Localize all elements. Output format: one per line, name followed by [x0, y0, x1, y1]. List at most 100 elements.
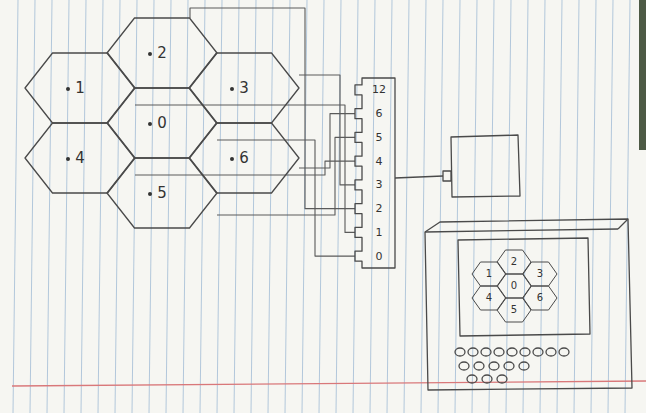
hex-outline: [472, 262, 506, 286]
button-group: [455, 348, 569, 383]
wire: [217, 137, 355, 215]
cell-number: 6: [239, 151, 249, 166]
pin-number: 5: [376, 132, 383, 143]
ruled-line: [149, 0, 154, 413]
pin-number: 1: [376, 227, 383, 238]
strip-outline: [355, 78, 395, 268]
wire: [135, 105, 355, 232]
hex-cell: 3: [189, 53, 299, 123]
sensor-dot: [148, 122, 152, 126]
hex-outline: [25, 123, 135, 193]
ruled-line: [64, 0, 69, 413]
keypad-button: [459, 362, 469, 370]
sensor-dot: [230, 157, 234, 161]
hex-cell: 0: [107, 88, 217, 158]
ruled-line: [404, 0, 409, 413]
keypad-button: [467, 375, 477, 383]
ruled-line: [166, 0, 171, 413]
pin-number: 12: [372, 84, 386, 95]
hex-cell: 5: [107, 158, 217, 228]
ruled-line: [574, 0, 579, 413]
ruled-line: [319, 0, 324, 413]
ruled-line: [98, 0, 103, 413]
keypad-button: [494, 348, 504, 356]
hex-outline: [497, 298, 531, 322]
hex-outline: [107, 18, 217, 88]
margin-line: [12, 381, 646, 386]
ruled-line: [387, 0, 392, 413]
ruled-line: [523, 0, 528, 413]
keypad-button: [468, 348, 478, 356]
hex-outline: [189, 123, 299, 193]
keypad-button: [455, 348, 465, 356]
hex-cell: 4: [472, 286, 506, 310]
ruled-line: [625, 0, 630, 413]
hex-outline: [107, 158, 217, 228]
ruled-line: [13, 0, 18, 413]
ruled-line: [608, 0, 613, 413]
text-holder: 4: [472, 286, 506, 310]
ruled-line: [251, 0, 256, 413]
hex-outline: [107, 88, 217, 158]
cell-number: 5: [157, 186, 167, 201]
ruled-line: [183, 0, 188, 413]
hex-cell: 6: [189, 123, 299, 193]
hex-cell: 1: [25, 53, 135, 123]
ruled-line: [421, 0, 426, 413]
ruled-line: [81, 0, 86, 413]
device-sketch: [395, 135, 632, 390]
cell-number: 0: [511, 281, 517, 291]
cable: [395, 176, 443, 178]
wire: [299, 114, 355, 168]
cell-number: 3: [537, 269, 543, 279]
keypad-button: [474, 362, 484, 370]
cell-number: 1: [75, 81, 85, 96]
cell-number: 2: [157, 46, 167, 61]
cell-number: 0: [157, 116, 167, 131]
sensor-dot: [148, 192, 152, 196]
cell-number: 1: [486, 269, 492, 279]
sensor-dot: [230, 87, 234, 91]
monitor-body: [425, 219, 632, 390]
text-holder: 1: [25, 53, 135, 123]
ruled-line: [132, 0, 137, 413]
text-holder: 3: [189, 53, 299, 123]
ruled-line: [30, 0, 35, 413]
hex-outline: [189, 53, 299, 123]
pin-number: 6: [376, 108, 383, 119]
keypad-button: [497, 375, 507, 383]
hex-cell: 2: [107, 18, 217, 88]
ruled-line: [336, 0, 341, 413]
keypad-button: [546, 348, 556, 356]
keypad-button: [482, 375, 492, 383]
pin-number: 2: [376, 203, 383, 214]
ruled-line: [268, 0, 273, 413]
keypad-button: [504, 362, 514, 370]
wire: [299, 75, 355, 185]
ruled-line: [591, 0, 596, 413]
cell-number: 3: [239, 81, 249, 96]
ruled-lines: [13, 0, 630, 413]
monitor-edge: [618, 219, 628, 229]
ruled-line: [200, 0, 205, 413]
text-holder: 5: [497, 298, 531, 322]
keypad-button: [489, 362, 499, 370]
page-edge: [639, 0, 646, 150]
cell-number: 5: [511, 305, 517, 315]
sensor-dot: [66, 87, 70, 91]
wire: [217, 140, 355, 256]
keypad-button: [520, 348, 530, 356]
screen: [458, 238, 590, 336]
hex-cell: 5: [497, 298, 531, 322]
pin-number: 4: [376, 156, 383, 167]
keypad-button: [533, 348, 543, 356]
plug: [443, 171, 451, 181]
keypad-button: [559, 348, 569, 356]
wire: [190, 8, 355, 209]
cell-number: 4: [486, 293, 492, 303]
text-holder: 4: [25, 123, 135, 193]
text-holder: 6: [189, 123, 299, 193]
controller-box: [451, 135, 520, 197]
